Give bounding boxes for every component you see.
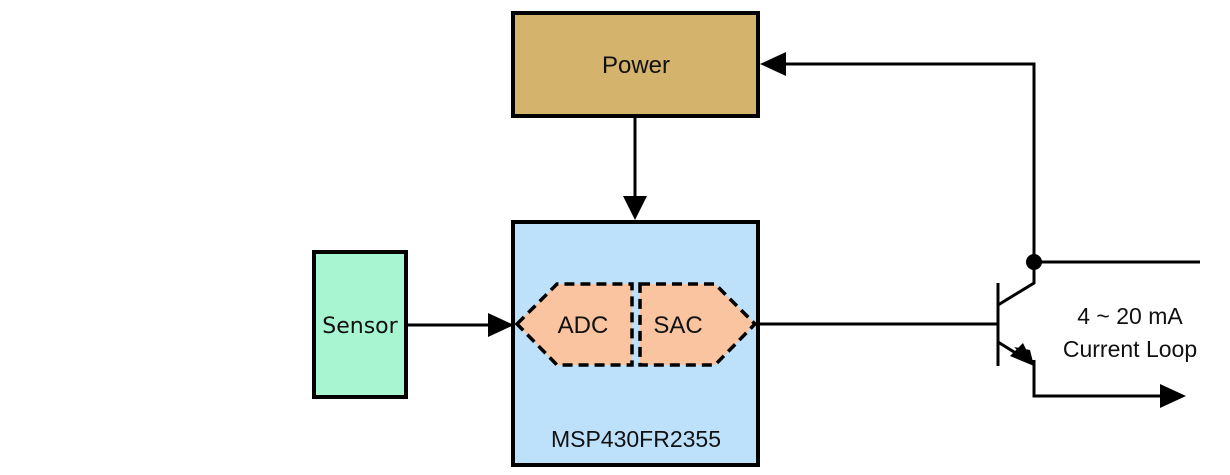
sensor-box <box>312 250 408 399</box>
emitter-arrow-icon <box>1010 343 1034 366</box>
adc-shape <box>514 282 634 367</box>
mcu-label: MSP430FR2355 <box>551 426 721 452</box>
loop-label-line2: Current Loop <box>1063 336 1197 362</box>
sensor-block: Sensor <box>312 250 408 399</box>
arrow-into-adc-icon <box>488 313 514 337</box>
loop-label-line1: 4 ~ 20 mA <box>1077 303 1183 329</box>
transistor-collector <box>997 262 1036 307</box>
arrowheads <box>488 52 1186 408</box>
power-box <box>511 11 760 118</box>
arrow-into-power-icon <box>760 52 786 76</box>
wire-loop-to-power <box>784 62 1036 262</box>
arrow-loop-out-icon <box>1160 384 1186 408</box>
sac-block: SAC <box>638 282 758 367</box>
power-label: Power <box>602 52 670 79</box>
wire-loop-out-bottom <box>1032 360 1162 398</box>
sac-shape <box>638 282 758 367</box>
current-loop-label: 4 ~ 20 mA Current Loop <box>1063 303 1197 362</box>
power-block: Power <box>511 11 760 118</box>
sensor-label: Sensor <box>322 314 398 339</box>
wires <box>406 62 1200 398</box>
arrow-into-mcu-icon <box>623 196 647 220</box>
adc-label: ADC <box>558 312 609 339</box>
sac-label: SAC <box>653 312 702 339</box>
adc-block: ADC <box>514 282 634 367</box>
